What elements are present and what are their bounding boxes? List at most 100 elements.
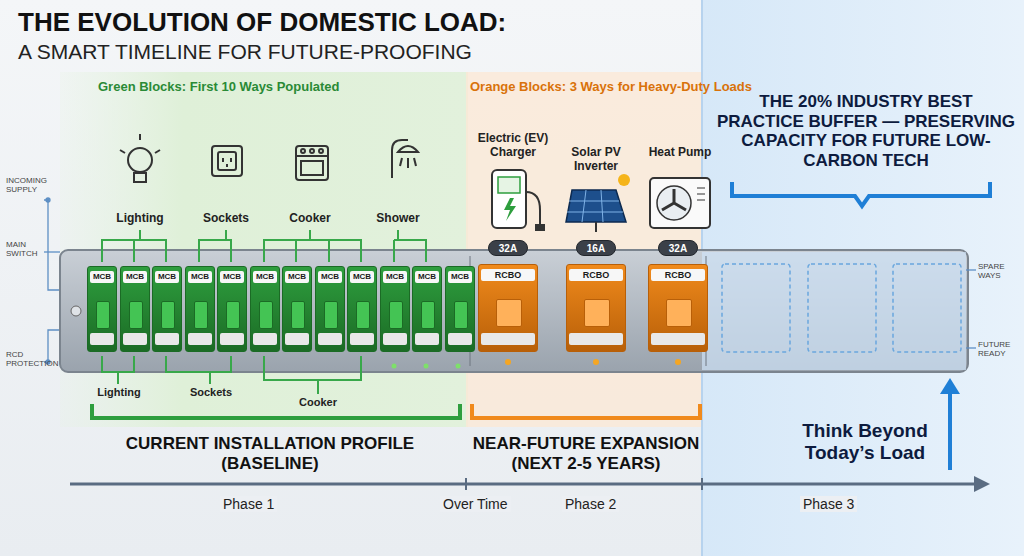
breaker-base — [481, 333, 535, 345]
circuit-label: Sockets — [186, 386, 236, 399]
breaker-label: RCBO — [651, 269, 705, 281]
breaker-base — [415, 333, 439, 345]
breaker-toggle — [496, 299, 521, 327]
rating-text: 32A — [489, 241, 527, 257]
supply-label: RCD PROTECTION — [6, 350, 48, 368]
supply-label: MAIN SWITCH — [6, 240, 46, 258]
load-label: Electric (EV) Charger — [468, 132, 558, 160]
supply-wires — [44, 198, 60, 364]
circuit-label: Lighting — [110, 212, 170, 226]
orange-region — [466, 72, 702, 427]
circuit-label: Cooker — [293, 396, 343, 409]
breaker-base — [448, 333, 472, 345]
spare-leaders — [966, 270, 976, 348]
spare-label: FUTURE READY — [978, 340, 1020, 358]
breaker-toggle — [259, 301, 272, 329]
breaker-label: MCB — [448, 271, 472, 283]
breaker-label: MCB — [123, 271, 147, 283]
up-arrow — [940, 378, 960, 394]
breaker-base — [318, 333, 342, 345]
circuit-label: Sockets — [196, 212, 256, 226]
mcb-breaker: MCB — [315, 266, 345, 352]
breaker-label: MCB — [415, 271, 439, 283]
breaker-base — [383, 333, 407, 345]
breaker-base — [155, 333, 179, 345]
breaker-toggle — [666, 299, 691, 327]
breaker-label: RCBO — [569, 269, 623, 281]
timeline — [70, 483, 978, 486]
load-label: Solar PV Inverter — [560, 146, 632, 174]
breaker-base — [123, 333, 147, 345]
bulb-icon — [120, 134, 160, 182]
rcbo-leds — [505, 359, 681, 365]
phase-label: Phase 3 — [800, 496, 857, 512]
mcb-breaker: MCB — [380, 266, 410, 352]
breaker-base — [220, 333, 244, 345]
solar-panel-icon — [566, 174, 630, 232]
mcb-breaker: MCB — [87, 266, 117, 352]
expansion-bracket — [472, 404, 700, 418]
circuit-wires — [102, 230, 426, 394]
breaker-label: MCB — [383, 271, 407, 283]
spare-label: SPARE WAYS — [978, 262, 1020, 280]
rcbo-breaker: RCBO — [478, 264, 538, 352]
socket-icon — [212, 146, 242, 176]
breaker-base — [569, 333, 623, 345]
breaker-toggle — [356, 301, 369, 329]
circuit-label: Shower — [368, 212, 428, 226]
breaker-base — [253, 333, 277, 345]
rating-badge: 32A — [488, 240, 528, 256]
breaker-toggle — [421, 301, 434, 329]
title: THE EVOLUTION OF DOMESTIC LOAD: — [18, 8, 506, 38]
supply-label: INCOMING SUPPLY — [6, 176, 46, 194]
breaker-label: MCB — [285, 271, 309, 283]
phase-label: Over Time — [440, 496, 511, 512]
breaker-label: MCB — [318, 271, 342, 283]
circuit-label: Lighting — [94, 386, 144, 399]
mcb-breaker: MCB — [217, 266, 247, 352]
breaker-base — [651, 333, 705, 345]
rcbo-breaker: RCBO — [648, 264, 708, 352]
baseline-bracket — [92, 404, 460, 418]
mcb-breaker: MCB — [282, 266, 312, 352]
breaker-toggle — [584, 299, 609, 327]
rcbo-breaker: RCBO — [566, 264, 626, 352]
rating-text: 16A — [577, 241, 615, 257]
breaker-toggle — [96, 301, 109, 329]
circuit-label: Cooker — [280, 212, 340, 226]
buffer-heading: THE 20% INDUSTRY BEST PRACTICE BUFFER — … — [716, 92, 1016, 170]
mcb-breaker: MCB — [250, 266, 280, 352]
load-label: Heat Pump — [645, 146, 715, 160]
legend-note: Green Blocks: First 10 Ways Populated — [98, 80, 340, 95]
phase-heading: NEAR-FUTURE EXPANSION (NEXT 2-5 YEARS) — [470, 434, 702, 473]
rating-badge: 16A — [576, 240, 616, 256]
breaker-toggle — [194, 301, 207, 329]
legend-note: Orange Blocks: 3 Ways for Heavy-Duty Loa… — [470, 80, 752, 95]
callout: Think Beyond Today’s Load — [790, 420, 940, 464]
rating-badge: 32A — [658, 240, 698, 256]
breaker-label: MCB — [350, 271, 374, 283]
mcb-breaker: MCB — [185, 266, 215, 352]
breaker-toggle — [129, 301, 142, 329]
breaker-toggle — [389, 301, 402, 329]
consumer-unit — [60, 250, 968, 372]
cooker-icon — [296, 146, 328, 180]
breaker-toggle — [454, 301, 467, 329]
rating-text: 32A — [659, 241, 697, 257]
mcb-breaker: MCB — [412, 266, 442, 352]
breaker-toggle — [291, 301, 304, 329]
status-leds — [392, 364, 461, 369]
breaker-base — [285, 333, 309, 345]
breaker-base — [350, 333, 374, 345]
shower-icon — [392, 140, 418, 178]
spare-ways — [722, 264, 961, 352]
breaker-toggle — [161, 301, 174, 329]
phase-label: Phase 1 — [220, 496, 277, 512]
breaker-label: RCBO — [481, 269, 535, 281]
breaker-label: MCB — [90, 271, 114, 283]
buffer-brace — [732, 182, 990, 206]
breaker-toggle — [226, 301, 239, 329]
breaker-label: MCB — [188, 271, 212, 283]
breaker-label: MCB — [155, 271, 179, 283]
subtitle: A SMART TIMELINE FOR FUTURE-PROOFING — [18, 40, 472, 64]
